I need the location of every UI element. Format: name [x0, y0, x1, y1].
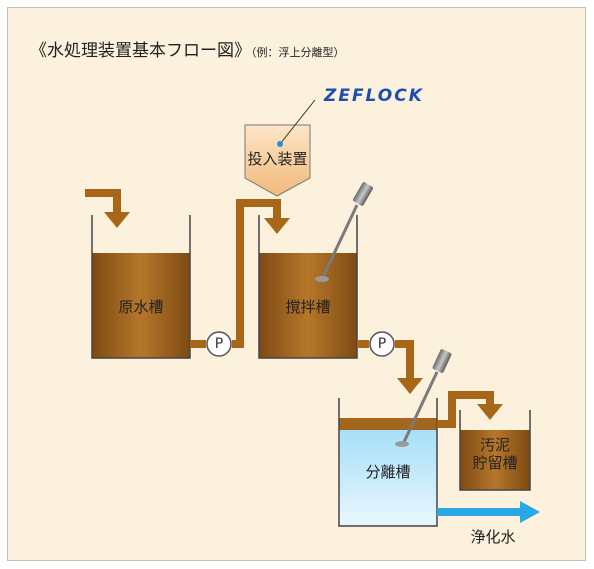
page-title: 《水処理装置基本フロー図》（例：浮上分離型）	[30, 36, 345, 61]
raw-water-tank	[91, 215, 191, 359]
sludge-label-line2: 貯留槽	[472, 454, 518, 472]
dosing-hopper	[244, 124, 311, 197]
sludge-tank-label: 汚泥 貯留槽	[460, 436, 530, 472]
title-sub: （例：浮上分離型）	[251, 46, 345, 59]
pump-1-label: P	[214, 336, 224, 352]
mixing-tank	[258, 215, 358, 359]
mixing-tank-label: 撹拌槽	[285, 298, 331, 316]
title-main: 《水処理装置基本フロー図》	[30, 41, 251, 61]
mixer-2	[395, 349, 452, 447]
sludge-label-line1: 汚泥	[479, 436, 510, 454]
inflow-arrow	[85, 189, 130, 228]
pipe-to-sludge	[437, 391, 503, 428]
dosing-label: 投入装置	[247, 150, 308, 168]
pump-1	[206, 331, 232, 357]
mixer-1	[315, 182, 373, 282]
treated-water-arrow	[437, 501, 540, 523]
separation-tank	[338, 398, 438, 527]
brand-pointer	[277, 99, 316, 147]
pipe-mixing-to-separation	[357, 340, 423, 394]
separation-tank-label: 分離槽	[365, 463, 411, 481]
pump-2	[369, 331, 395, 357]
sludge-tank	[459, 410, 531, 491]
raw-tank-label: 原水槽	[118, 298, 164, 316]
zeflock-brand: ZEFLOCK	[324, 86, 424, 106]
pump-2-label: P	[377, 336, 387, 352]
output-label: 浄化水	[470, 528, 516, 546]
pipe-raw-to-mixing	[190, 199, 290, 348]
